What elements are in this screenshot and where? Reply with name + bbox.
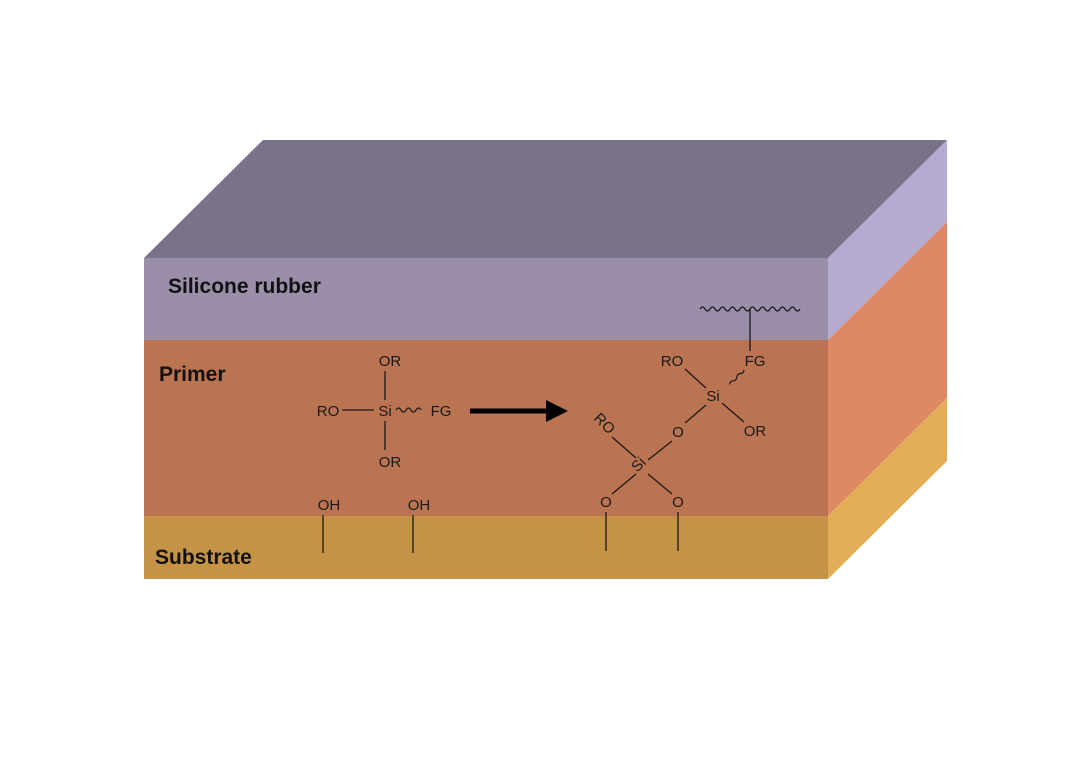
upper-or-bond (721, 402, 745, 423)
reactant-si: Si (378, 403, 391, 420)
upper-to-link-bond (684, 404, 707, 424)
product-upper-ro: RO (661, 353, 684, 370)
upper-wavy-bond (729, 369, 745, 385)
reaction-arrow (470, 400, 568, 422)
substrate-side-face (828, 398, 947, 579)
lower-o2-bond (647, 473, 673, 495)
reactant-top-or: OR (379, 353, 402, 370)
substrate-front-face (144, 516, 828, 579)
upper-ro-bond (684, 368, 707, 389)
substrate-hydroxyls: OH OH (318, 497, 431, 553)
lower-ro-bond (611, 436, 637, 459)
product-link-o: O (672, 424, 684, 441)
substrate-oh-1: OH (318, 497, 341, 514)
product-upper-si: Si (706, 388, 719, 405)
product-upper-or: OR (744, 423, 767, 440)
lower-o1-bond (611, 473, 637, 495)
silicone-side-face (828, 140, 947, 340)
reactant-fg: FG (431, 403, 452, 420)
link-to-lower-bond (647, 440, 673, 461)
product-lower-o2: O (672, 494, 684, 511)
reactant-wavy-bond (395, 407, 422, 413)
product-fg: FG (745, 353, 766, 370)
reactant-bottom-or: OR (379, 454, 402, 471)
silicone-front-face (144, 258, 828, 340)
substrate-oh-2: OH (408, 497, 431, 514)
primer-side-face (828, 222, 947, 516)
reactant-left-ro: RO (317, 403, 340, 420)
primer-label: Primer (159, 363, 226, 386)
product-lower-o1: O (600, 494, 612, 511)
substrate-label: Substrate (155, 546, 252, 569)
silicone-top-face (144, 140, 947, 258)
primer-front-face (144, 340, 828, 516)
reactant-silane: OR RO Si FG OR (317, 353, 452, 471)
silicone-rubber-label: Silicone rubber (168, 275, 321, 298)
